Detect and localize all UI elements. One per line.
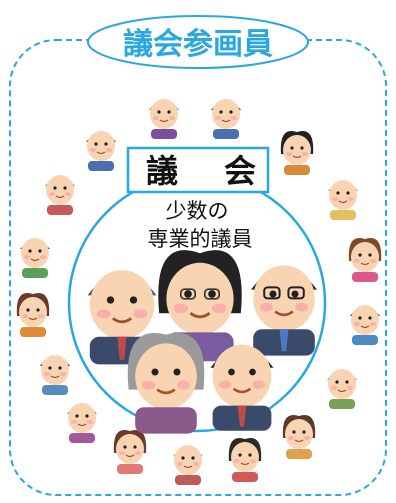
person-face-icon bbox=[127, 333, 205, 434]
person-face-icon bbox=[40, 354, 70, 395]
inner-faces bbox=[87, 250, 317, 434]
inner-label-right: 会 bbox=[224, 152, 256, 190]
person-face-icon bbox=[173, 444, 203, 485]
person-face-icon bbox=[348, 237, 382, 282]
person-face-icon bbox=[251, 264, 317, 356]
person-face-icon bbox=[327, 368, 357, 409]
person-face-icon bbox=[350, 304, 380, 345]
inner-label-left: 議 bbox=[146, 152, 178, 190]
outer-label-pill: 議会参画員 bbox=[87, 15, 309, 69]
person-face-icon bbox=[113, 429, 147, 474]
person-face-icon bbox=[282, 414, 316, 459]
person-face-icon bbox=[16, 292, 50, 337]
outer-label-text: 議会参画員 bbox=[123, 27, 273, 62]
person-face-icon bbox=[86, 130, 116, 171]
inner-caption-line2: 専業的議員 bbox=[148, 227, 253, 251]
inner-label-box: 議 会 bbox=[126, 146, 270, 194]
person-face-icon bbox=[20, 237, 50, 278]
person-face-icon bbox=[149, 98, 179, 139]
person-face-icon bbox=[228, 437, 262, 482]
person-face-icon bbox=[280, 130, 314, 175]
inner-caption-line1: 少数の bbox=[166, 199, 229, 223]
person-face-icon bbox=[67, 402, 97, 443]
person-face-icon bbox=[210, 343, 274, 431]
person-face-icon bbox=[328, 179, 358, 220]
person-face-icon bbox=[211, 98, 241, 139]
outer-faces bbox=[16, 98, 382, 485]
person-face-icon bbox=[45, 174, 75, 215]
